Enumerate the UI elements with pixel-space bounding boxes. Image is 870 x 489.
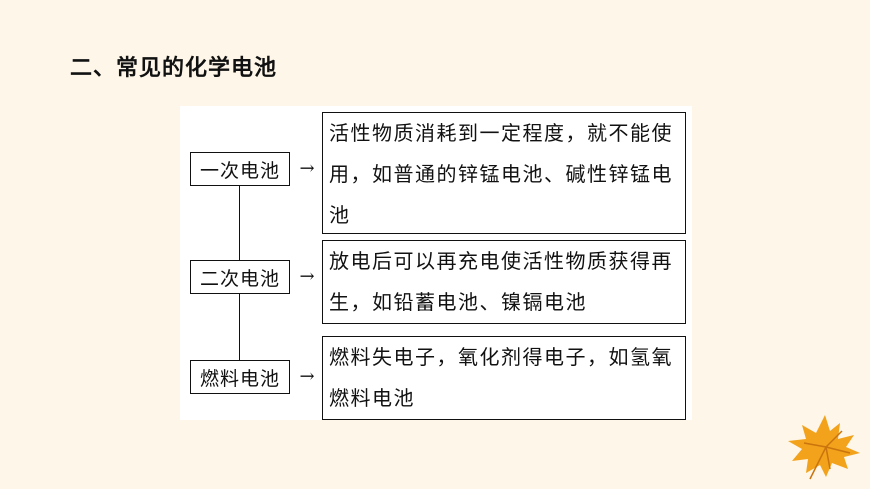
node-secondary-battery: 二次电池 <box>190 260 290 294</box>
desc-primary-battery: 活性物质消耗到一定程度，就不能使用，如普通的锌锰电池、碱性锌锰电池 <box>322 112 686 234</box>
page-title: 二、常见的化学电池 <box>70 56 278 81</box>
arrow-icon: → <box>299 158 315 179</box>
desc-secondary-battery: 放电后可以再充电使活性物质获得再生，如铅蓄电池、镍镉电池 <box>322 240 686 324</box>
node-fuel-cell: 燃料电池 <box>190 360 290 394</box>
arrow-icon: → <box>299 266 315 287</box>
arrow-icon: → <box>299 366 315 387</box>
connector-line-2-3 <box>239 294 240 360</box>
desc-fuel-cell: 燃料失电子，氧化剂得电子，如氢氧燃料电池 <box>322 336 686 420</box>
node-primary-battery: 一次电池 <box>190 152 290 186</box>
battery-types-diagram: 一次电池 → 活性物质消耗到一定程度，就不能使用，如普通的锌锰电池、碱性锌锰电池… <box>180 106 692 420</box>
connector-line-1-2 <box>239 186 240 260</box>
maple-leaf-icon <box>788 415 860 480</box>
